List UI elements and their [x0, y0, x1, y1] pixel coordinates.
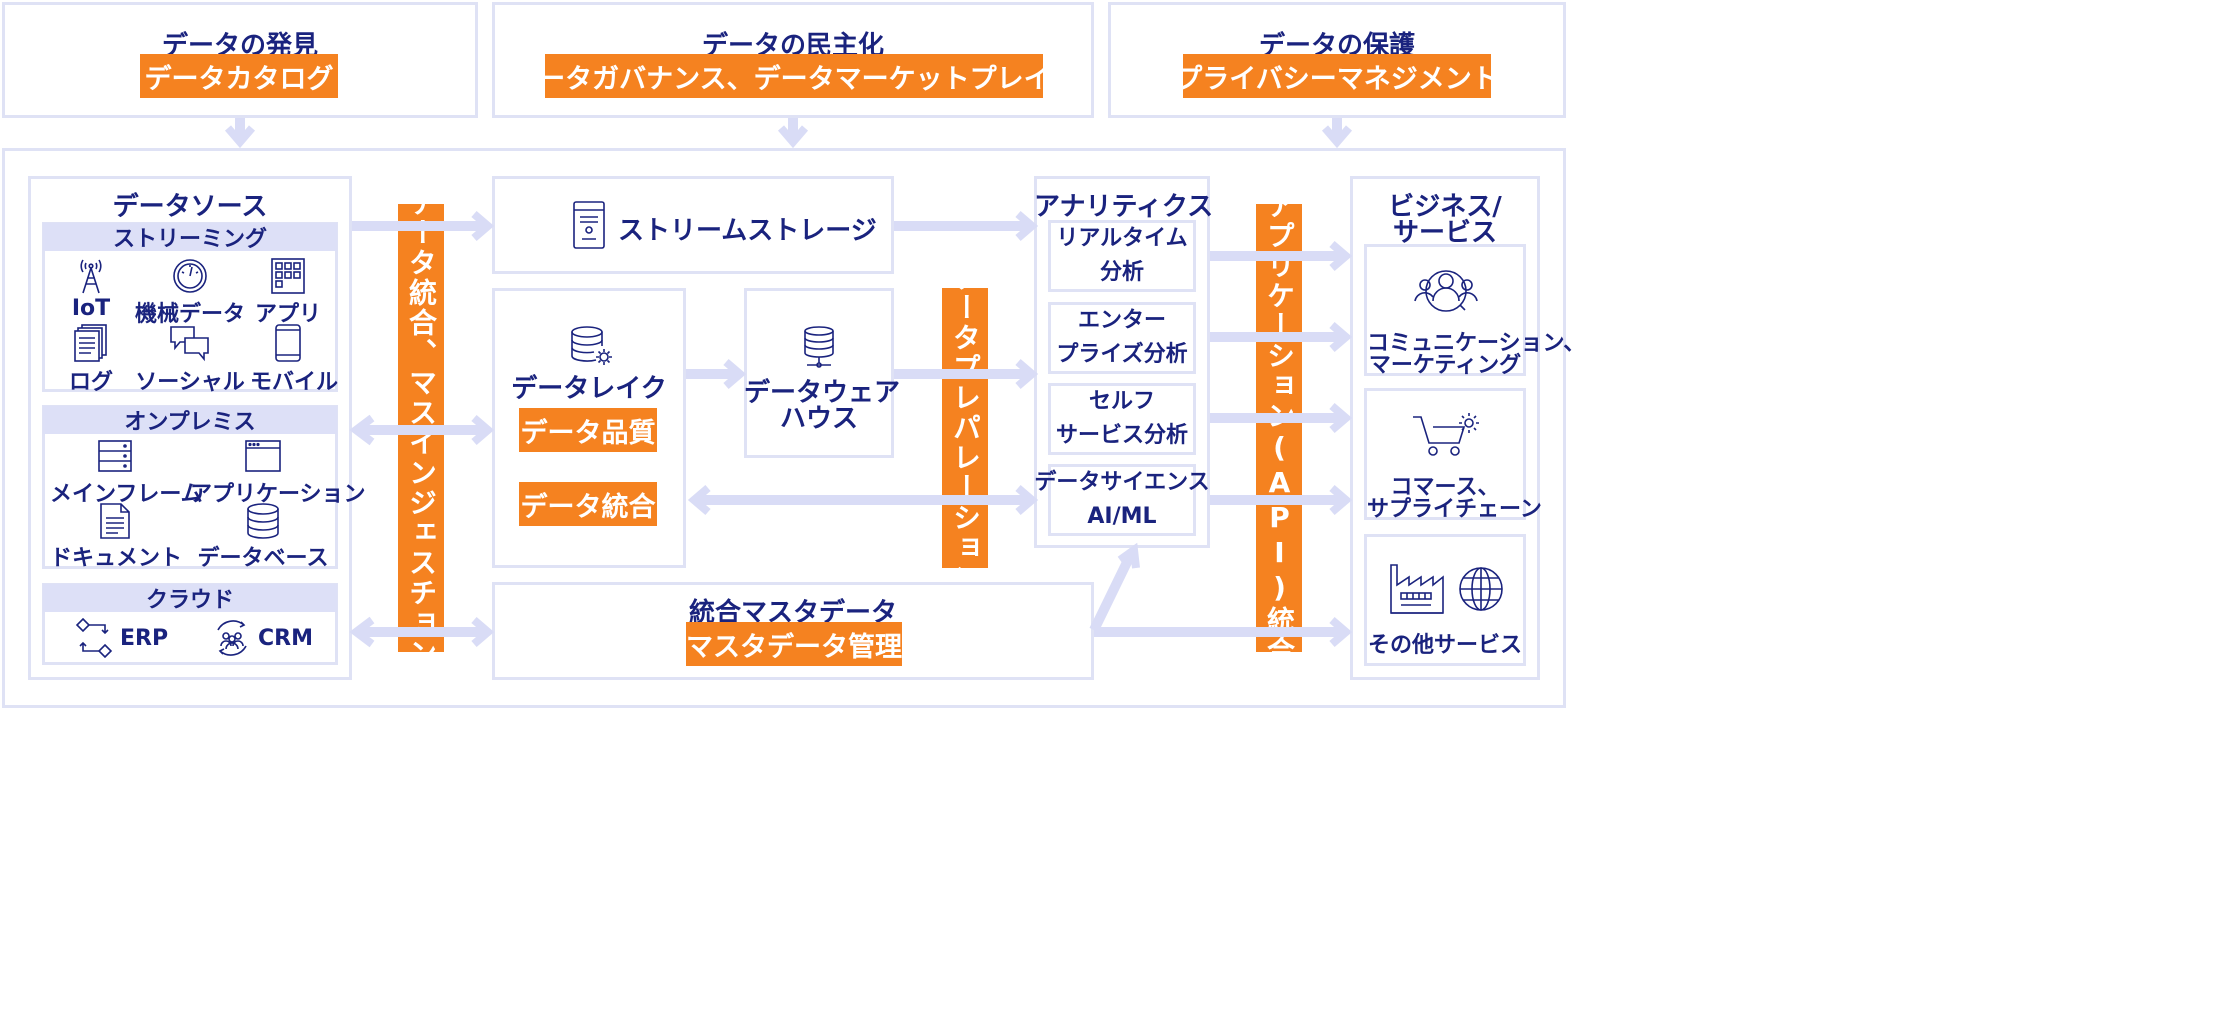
source-mainframe-label: メインフレーム — [50, 482, 203, 507]
source-application-label: アプリケーション — [190, 482, 366, 507]
analytics-realtime-line2: 分析 — [1099, 260, 1144, 285]
chat-bubbles-icon — [170, 326, 209, 362]
source-document: ドキュメント — [50, 503, 182, 571]
business-communication-line2: マーケティング — [1368, 353, 1522, 378]
analytics-datascience: データサイエンス AI/ML — [1034, 464, 1210, 536]
source-log: ログ — [56, 324, 126, 395]
source-iot-label: IoT — [71, 296, 111, 321]
data-warehouse-box — [744, 288, 894, 458]
analytics-enterprise-line2: プライズ分析 — [1056, 342, 1188, 367]
shopping-cart-gear-icon — [1413, 413, 1479, 456]
source-log-label: ログ — [68, 370, 113, 395]
analytics-selfservice-line1: セルフ — [1088, 389, 1155, 414]
source-erp-label: ERP — [120, 626, 169, 651]
business-other-line1: その他サービス — [1367, 633, 1522, 658]
business-commerce: コマース、 サプライチェーン — [1364, 388, 1542, 522]
source-database-label: データベース — [197, 546, 329, 571]
antenna-icon — [80, 259, 102, 294]
people-group-icon — [1414, 270, 1478, 312]
analytics-realtime-line1: リアルタイム — [1056, 226, 1188, 251]
source-social: ソーシャル — [130, 324, 250, 395]
document-stack-icon — [74, 324, 107, 362]
source-database: データベース — [190, 503, 336, 571]
app-grid-icon — [271, 258, 305, 294]
business-communication-line1: コミュニケーション、 — [1367, 331, 1586, 356]
source-social-label: ソーシャル — [135, 370, 245, 395]
analytics-realtime: リアルタイム 分析 — [1048, 220, 1196, 292]
data-sources-title: データソース — [112, 192, 268, 222]
source-mainframe: メインフレーム — [50, 440, 203, 507]
stream-storage-box — [492, 176, 894, 274]
data-lake-title: データレイク — [511, 374, 667, 404]
data-preparation-bar: データプレパレーション — [942, 263, 988, 593]
source-crm: CRM — [212, 616, 322, 660]
data-catalog-label: データカタログ — [140, 54, 338, 98]
business-other: その他サービス — [1364, 534, 1526, 666]
cloud-title: クラウド — [43, 584, 337, 613]
data-quality-label: データ品質 — [519, 408, 657, 452]
source-crm-label: CRM — [258, 626, 313, 651]
master-data-management-label: マスタデータ管理 — [686, 622, 902, 666]
document-icon — [100, 503, 130, 539]
api-integration-bar: アプリケーション(API)統合 — [1256, 191, 1302, 666]
warehouse-title-line1: データウェア — [744, 378, 901, 408]
database-server-icon — [804, 326, 834, 368]
source-application: アプリケーション — [190, 440, 366, 507]
ingestion-bar: データ統合、マスインジェスチョン — [398, 188, 444, 668]
source-machine-data: 機械データ — [130, 258, 250, 327]
business-title-line2: サービス — [1392, 218, 1497, 248]
source-iot: IoT — [56, 258, 126, 321]
smartphone-icon — [275, 324, 301, 362]
workflow-icon — [75, 618, 113, 658]
analytics-selfservice-line2: サービス分析 — [1055, 423, 1188, 448]
database-gear-icon — [571, 326, 612, 365]
source-mobile-label: モバイル — [250, 370, 339, 395]
source-machine-data-label: 機械データ — [134, 302, 245, 327]
analytics-title: アナリティクス — [1034, 192, 1214, 222]
gauge-icon — [173, 259, 207, 293]
factory-globe-icon — [1390, 564, 1503, 614]
source-erp: ERP — [74, 616, 174, 660]
streaming-title: ストリーミング — [43, 223, 337, 252]
business-commerce-line1: コマース、 — [1390, 475, 1500, 500]
analytics-enterprise: エンター プライズ分析 — [1048, 302, 1196, 374]
database-icon — [247, 503, 279, 539]
analytics-selfservice: セルフ サービス分析 — [1048, 383, 1196, 455]
storage-device-icon — [573, 201, 605, 249]
data-integration-label: データ統合 — [519, 482, 657, 526]
analytics-datascience-line1: データサイエンス — [1034, 470, 1210, 495]
browser-window-icon — [245, 440, 281, 472]
warehouse-title-line2: ハウス — [779, 404, 858, 434]
governance-marketplace-label: データガバナンス、データマーケットプレイス — [511, 54, 1077, 98]
analytics-enterprise-line1: エンター — [1077, 308, 1166, 333]
business-title-line1: ビジネス/ — [1388, 192, 1502, 222]
source-document-label: ドキュメント — [50, 546, 183, 571]
privacy-management-label: プライバシーマネジメント — [1175, 54, 1499, 98]
source-app-label: アプリ — [254, 302, 321, 327]
source-mobile: モバイル — [250, 324, 338, 395]
onprem-title: オンプレミス — [43, 406, 337, 435]
people-cycle-icon — [217, 620, 247, 656]
stream-storage-label: ストリームストレージ — [618, 216, 877, 246]
source-app: アプリ — [250, 258, 326, 327]
business-commerce-line2: サプライチェーン — [1367, 497, 1542, 522]
analytics-datascience-line2: AI/ML — [1087, 504, 1157, 529]
server-icon — [98, 440, 132, 472]
business-communication: コミュニケーション、 マーケティング — [1364, 244, 1586, 378]
